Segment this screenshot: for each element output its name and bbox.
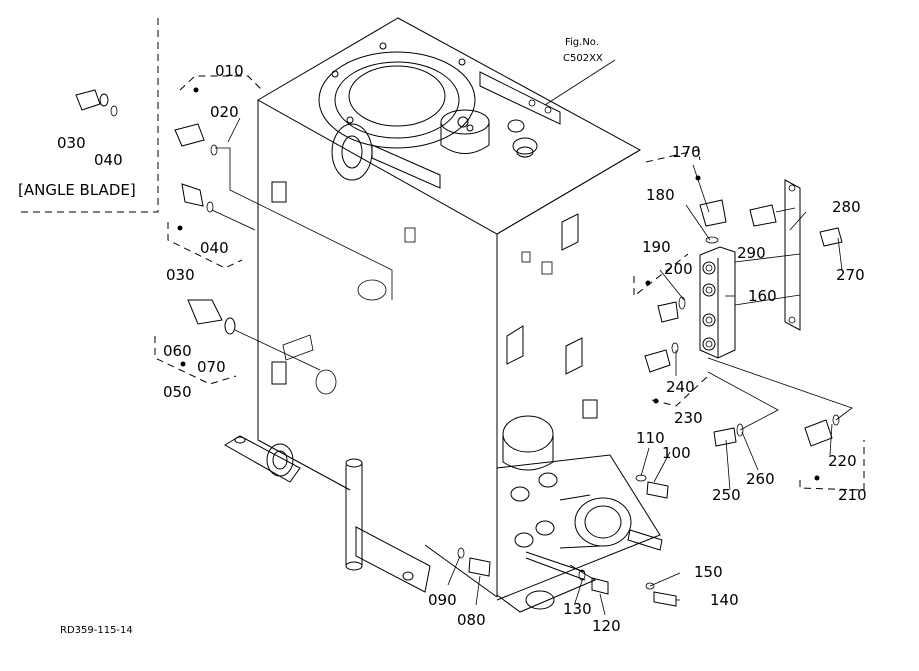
part-180: 180 (646, 186, 675, 204)
part-050: 050 (163, 383, 192, 401)
part-100: 100 (662, 444, 691, 462)
bracket-280 (734, 179, 801, 331)
part-190: 190 (642, 238, 671, 256)
part-060: 060 (163, 342, 192, 360)
part-290: 290 (737, 244, 766, 262)
part-140: 140 (710, 591, 739, 609)
part-130: 130 (563, 600, 592, 618)
part-240: 240 (666, 378, 695, 396)
part-030-b: 030 (166, 266, 195, 284)
part-030-a: 030 (57, 134, 86, 152)
part-220: 220 (828, 452, 857, 470)
part-210: 210 (838, 486, 867, 504)
part-270: 270 (836, 266, 865, 284)
part-070: 070 (197, 358, 226, 376)
part-110: 110 (636, 429, 665, 447)
valve-block (699, 246, 736, 359)
part-280: 280 (832, 198, 861, 216)
fig-no-label: Fig.No. (565, 37, 599, 48)
part-090: 090 (428, 591, 457, 609)
part-120: 120 (592, 617, 621, 635)
part-040-b: 040 (200, 239, 229, 257)
part-160: 160 (748, 287, 777, 305)
hydraulic-tank (211, 17, 663, 613)
part-010: 010 (215, 62, 244, 80)
fittings (75, 89, 843, 607)
part-170: 170 (672, 143, 701, 161)
part-260: 260 (746, 470, 775, 488)
part-200: 200 (664, 260, 693, 278)
part-020: 020 (210, 103, 239, 121)
fig-code: C502XX (563, 53, 603, 64)
angle-blade-label: [ANGLE BLADE] (18, 181, 136, 199)
part-230: 230 (674, 409, 703, 427)
part-080: 080 (457, 611, 486, 629)
part-250: 250 (712, 486, 741, 504)
part-040-a: 040 (94, 151, 123, 169)
part-150: 150 (694, 563, 723, 581)
leader-lines (20, 18, 865, 616)
marker-dots (177, 87, 820, 481)
ref-code: RD359-115-14 (60, 625, 133, 636)
